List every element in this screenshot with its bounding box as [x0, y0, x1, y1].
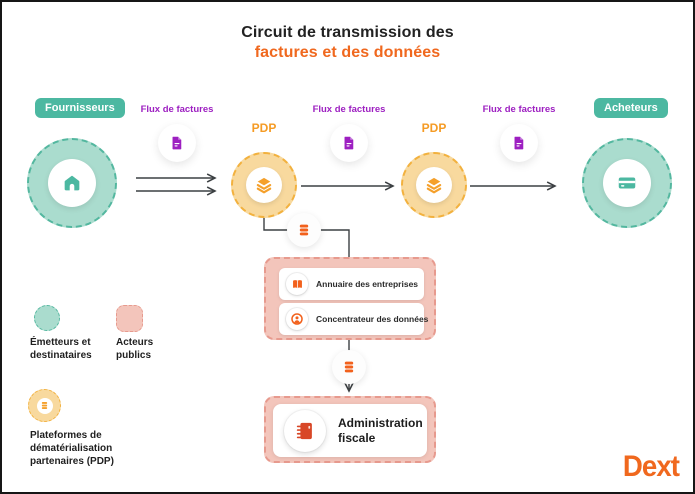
legend-emitters-swatch: [34, 305, 60, 331]
database-icon: [40, 401, 49, 410]
flux-node-2: [330, 124, 368, 162]
pdp-label-2: PDP: [421, 121, 447, 135]
flux-label-3: Flux de factures: [482, 104, 556, 115]
administration-fiscale-label: Administration fiscale: [338, 415, 423, 445]
flux-label-1: Flux de factures: [140, 104, 214, 115]
address-book-icon: [286, 273, 308, 295]
pdp-node-1: [231, 152, 297, 218]
connector-node-1: [287, 213, 321, 247]
title-line-1: Circuit de transmission des: [241, 24, 454, 41]
dext-logo: Dext: [622, 450, 680, 483]
invoice-document-icon: [169, 135, 185, 151]
annuaire-card: Annuaire des entreprises: [279, 268, 424, 300]
layers-icon: [424, 175, 444, 195]
legend-pdp-swatch: [28, 389, 61, 422]
house-icon: [61, 172, 83, 194]
legend-public-swatch: [116, 305, 143, 332]
concentrateur-label: Concentrateur des données: [316, 314, 429, 324]
fournisseurs-badge: Fournisseurs: [35, 98, 125, 118]
acheteurs-badge: Acheteurs: [594, 98, 668, 118]
credit-card-icon: [616, 172, 638, 194]
flux-node-3: [500, 124, 538, 162]
title-line-2: factures et des données: [254, 43, 441, 61]
notebook-icon: [284, 409, 326, 452]
connector-node-2: [332, 350, 366, 384]
flux-node-1: [158, 124, 196, 162]
flux-label-2: Flux de factures: [312, 104, 386, 115]
database-icon: [297, 223, 311, 237]
invoice-document-icon: [511, 135, 527, 151]
database-icon: [342, 360, 356, 374]
layers-icon: [254, 175, 274, 195]
administration-fiscale-box: Administration fiscale: [264, 396, 436, 463]
public-actors-box: Annuaire des entreprises Concentrateur d…: [264, 257, 436, 340]
person-badge-icon: [286, 308, 308, 330]
administration-fiscale-card: Administration fiscale: [273, 404, 427, 457]
acheteurs-node: [582, 138, 672, 228]
concentrateur-card: Concentrateur des données: [279, 303, 428, 335]
invoice-document-icon: [341, 135, 357, 151]
pdp-label-1: PDP: [251, 121, 277, 135]
legend-pdp-label: Plateformes de dématérialisation partena…: [30, 430, 114, 467]
annuaire-label: Annuaire des entreprises: [316, 279, 419, 289]
legend-emitters-label: Émetteurs et destinataires: [30, 337, 92, 361]
pdp-node-2: [401, 152, 467, 218]
legend-public-label: Acteurs publics: [116, 337, 154, 361]
fournisseurs-node: [27, 138, 117, 228]
diagram-title: Circuit de transmission des factures et …: [2, 23, 693, 62]
